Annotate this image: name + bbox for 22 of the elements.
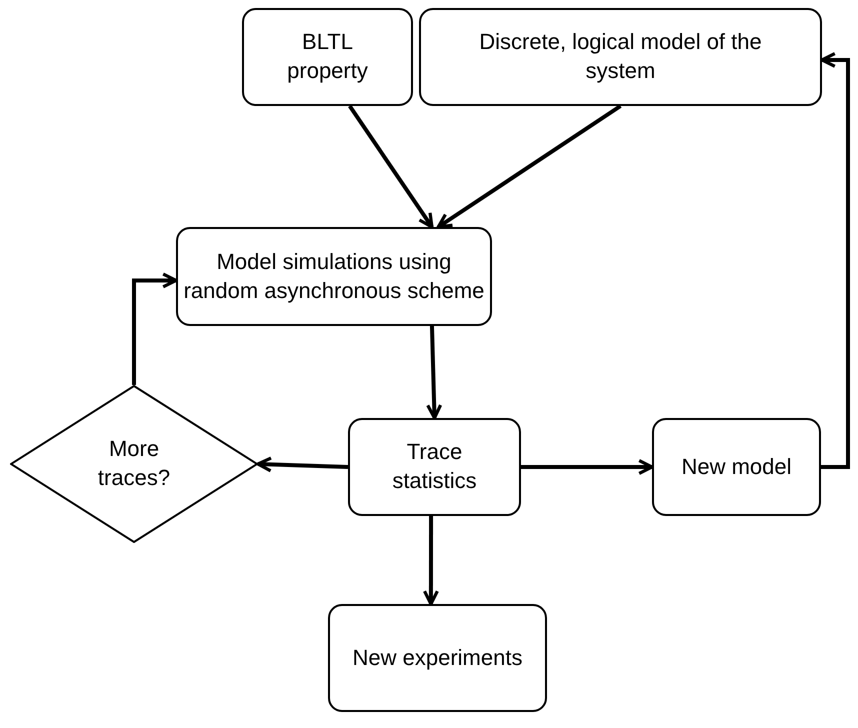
arrow (348, 104, 434, 229)
process-box (242, 8, 413, 106)
process-box (348, 418, 521, 516)
arrow (820, 52, 850, 469)
arrow (521, 459, 654, 475)
arrow (422, 516, 439, 606)
node-text: Discrete, logical model of the system (478, 28, 763, 85)
arrow (256, 456, 348, 472)
node-text: BLTL property (286, 28, 369, 85)
node-text: New model (681, 452, 792, 481)
arrow (132, 272, 178, 385)
process-box (652, 418, 821, 516)
arrow (426, 326, 442, 420)
arrow (436, 104, 622, 229)
node-text: More traces? (96, 435, 172, 492)
node-text: New experiments (352, 644, 522, 672)
process-box (328, 604, 547, 712)
decision-diamond (10, 385, 258, 543)
node-text: Model simulations using random asynchronous scheme (182, 248, 486, 305)
node-text: Trace statistics (391, 438, 478, 495)
process-box (419, 8, 822, 106)
process-box (176, 227, 492, 326)
